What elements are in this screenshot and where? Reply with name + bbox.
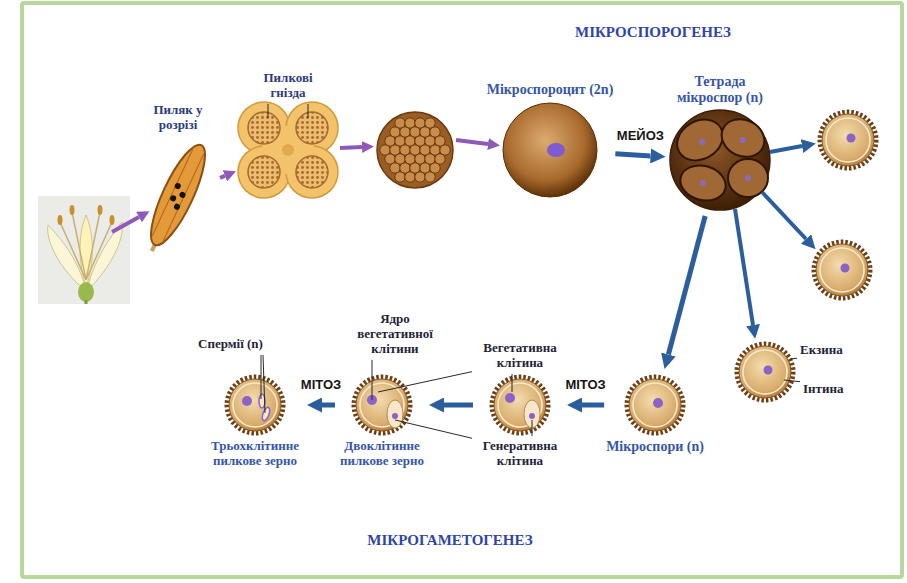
stage-node: Пилкові гнізда [236,69,340,201]
diagram-title: МІКРОСПОРОГЕНЕЗ [575,24,731,41]
stage-label: Тетрада мікроспор (n) [668,74,773,106]
part-label: Інтина [803,382,843,397]
leader-line [268,104,269,118]
process-label: МІТОЗ [299,377,343,393]
stage-arrow [668,216,705,355]
leader-line [395,420,472,438]
pollen-grains [227,377,548,433]
microsporocyte [503,103,597,197]
stage-node: Мікроспори (n) [604,369,706,457]
process-label: МЕЙОЗ [615,128,666,144]
part-label: Екзина [800,343,843,358]
stage-node: Трьохклітинне пилкове зерно [203,369,307,471]
stage-label: Мікроспори (n) [606,439,704,455]
leader-line [372,360,373,400]
stage-node: Пиляк у розрізі [136,101,220,259]
microspores [627,112,876,433]
stage-label: Вегетативна клітина [475,341,565,371]
stage-arrow [582,403,604,408]
stage-arrow [615,154,650,156]
tetrad [670,110,771,210]
stage-node: Вегетативна клітинаГенеративна клітина [473,339,567,471]
anther-section [138,139,215,258]
stage-node: Мікроспороцит (2n) [485,80,616,204]
frame [22,3,902,577]
leader-line [512,374,513,392]
stage-label: Пилкові гнізда [248,71,328,101]
stage-arrow [322,403,335,408]
stage-label: Мікроспороцит (2n) [487,82,614,98]
pollen-sacs-section [238,102,338,198]
leader-line [263,355,265,413]
stage-node: Двоклітинне пилкове зерно [335,369,429,471]
flower [38,196,130,304]
leader-line [784,380,800,382]
stage-label: Пиляк у розрізі [138,103,218,133]
stage-label: Трьохклітинне пилкове зерно [205,439,305,469]
diagram-caption: МІКРОГАМЕТОГЕНЕЗ [300,532,600,549]
leader-line [378,372,472,392]
part-label: Ядро вегетативної клітини [345,312,445,357]
leader-line [790,358,797,360]
leader-line [532,420,533,436]
stage-label: Генеративна клітина [475,439,565,469]
stage-label: Двоклітинне пилкове зерно [337,439,427,469]
process-label: МІТОЗ [563,377,607,393]
stage-node: Тетрада мікроспор (n) [666,72,775,216]
part-label: Спермії (n) [198,337,263,352]
leader-line [308,104,309,118]
leader-line [261,355,262,399]
stage-arrow [220,176,225,178]
sporogenous-tissue [377,112,453,188]
stage-arrow [444,403,473,408]
